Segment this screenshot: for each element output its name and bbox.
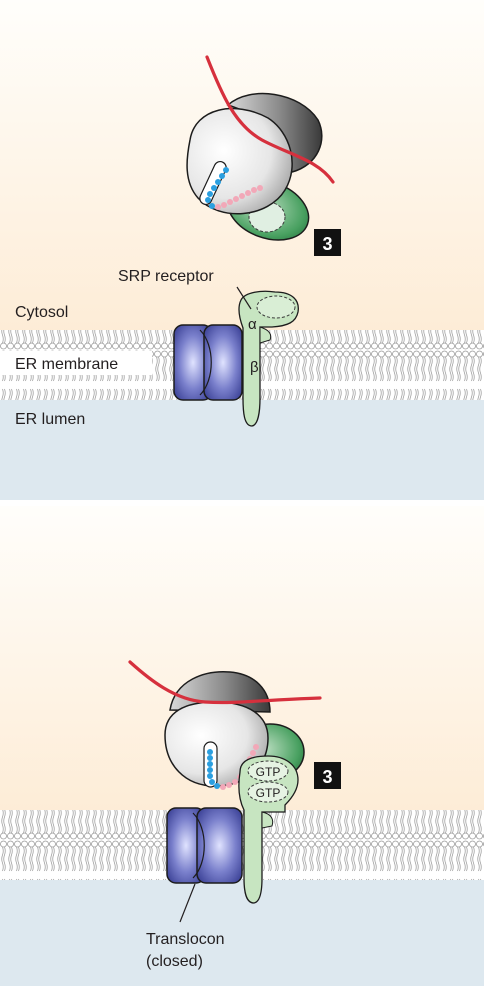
- signal-sequence-top: [205, 167, 263, 210]
- label-alpha: α: [248, 316, 257, 333]
- panel-bottom: GTP GTP 3 Translocon (closed): [0, 506, 484, 986]
- gtp-lower: GTP: [247, 781, 289, 803]
- step-number-top: 3: [322, 234, 332, 254]
- label-cytosol: Cytosol: [15, 304, 68, 321]
- lumen-region-bottom: [0, 880, 484, 986]
- step-badge-bottom: [314, 762, 341, 789]
- label-beta: β: [250, 359, 259, 376]
- label-translocon: Translocon: [146, 931, 225, 948]
- step-badge-top: [314, 229, 341, 256]
- label-translocon-state: (closed): [146, 953, 203, 970]
- label-er-membrane: ER membrane: [15, 356, 118, 373]
- srp-receptor-top: [238, 290, 299, 427]
- label-gtp-lower: GTP: [256, 786, 281, 800]
- gtp-upper: GTP: [247, 760, 289, 782]
- mrna-strand-bottom: [128, 660, 322, 705]
- translocon-bottom: [166, 807, 243, 884]
- step-number-bottom: 3: [322, 767, 332, 787]
- lumen-region-top: [0, 400, 484, 500]
- label-srp-receptor: SRP receptor: [118, 268, 214, 285]
- leader-translocon: [179, 883, 196, 923]
- translocon-top: [173, 324, 243, 401]
- panel-top: 3 SRP receptor Cytosol ER membrane ER lu…: [0, 0, 484, 500]
- leader-srp-receptor: [236, 286, 252, 310]
- mrna-strand-top: [205, 55, 335, 184]
- label-er-lumen: ER lumen: [15, 411, 85, 428]
- label-gtp-upper: GTP: [256, 765, 281, 779]
